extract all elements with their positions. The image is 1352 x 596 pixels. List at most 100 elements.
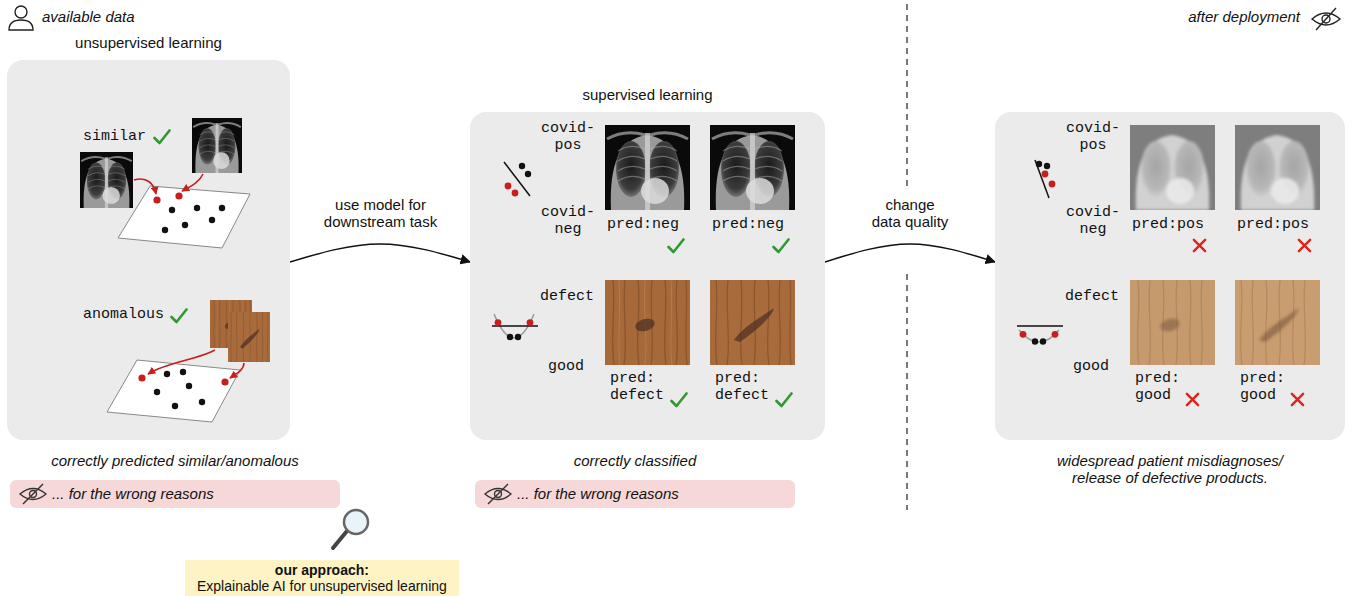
warning-text: ... for the wrong reasons: [52, 485, 214, 502]
stage-panel: unsupervised learningsimilaranomalous: [7, 60, 290, 440]
approach-box: our approach:Explainable AI for unsuperv…: [185, 560, 459, 596]
section-note: available data: [42, 8, 135, 25]
classifier-symbol: [504, 162, 531, 196]
prediction-label: pred: defect: [610, 370, 666, 405]
magnifier-icon: [333, 510, 368, 548]
prediction-label: pred: defect: [715, 370, 771, 405]
xray-image: [80, 152, 133, 208]
warning-band: ... for the wrong reasons: [10, 480, 340, 508]
anomaly-symbol: [492, 314, 538, 340]
text-slot: anomalous: [83, 306, 164, 323]
highlighted-dots: [138, 374, 228, 385]
text-slot: defect: [1065, 288, 1119, 305]
text-slot: pred:neg: [712, 216, 784, 233]
embedding-plane: [107, 360, 240, 422]
mapping-arrows: [134, 174, 203, 194]
panel-caption: correctly predicted similar/anomalous: [10, 452, 340, 469]
text-slot: pred:pos: [1132, 216, 1204, 233]
cross-mark: [1299, 240, 1310, 251]
text-slot: pred: good: [1135, 370, 1191, 405]
text-slot: change data quality: [870, 196, 950, 231]
panel-caption: correctly classified: [475, 452, 795, 469]
embedding-plane: [118, 186, 250, 248]
section-note: after deployment: [1120, 8, 1300, 25]
relation-label: similar: [83, 128, 146, 145]
class-label: good: [1073, 358, 1109, 375]
prediction-label: pred:neg: [712, 216, 784, 233]
text-slot: pred: defect: [715, 370, 771, 405]
stage-panel: supervised learningcovid-poscovid-negpre…: [470, 112, 825, 440]
text-slot: similar: [83, 128, 146, 145]
cross-mark: [1292, 394, 1303, 405]
prediction-label: pred:pos: [1237, 216, 1309, 233]
text-slot: available data: [42, 8, 135, 25]
wood-image: [605, 280, 690, 365]
class-label: covid-pos: [540, 120, 596, 155]
check-mark: [172, 310, 187, 323]
text-slot: pred:pos: [1237, 216, 1309, 233]
text-slot: good: [548, 358, 584, 375]
edge-label: use model for downstream task: [318, 196, 443, 231]
xray-image: [605, 125, 690, 210]
xray-image: [1235, 125, 1320, 210]
text-slot: correctly classified: [475, 452, 795, 469]
text-slot: correctly predicted similar/anomalous: [10, 452, 340, 469]
text-slot: unsupervised learning: [7, 34, 290, 51]
xray-image: [1130, 125, 1215, 210]
text-slot: after deployment: [1120, 8, 1300, 25]
text-slot: covid-neg: [540, 204, 596, 239]
text-slot: widespread patient misdiagnoses/ release…: [1045, 452, 1295, 487]
wood-image: [1130, 280, 1215, 365]
relation-label: anomalous: [83, 306, 164, 323]
check-mark: [155, 131, 170, 144]
check-mark: [774, 240, 789, 253]
class-label: good: [548, 358, 584, 375]
wood-image: [1235, 280, 1320, 365]
person-icon: [9, 6, 33, 30]
text-slot: use model for downstream task: [318, 196, 443, 231]
highlighted-dots: [153, 192, 182, 203]
embedding-dots: [154, 369, 205, 409]
box-heading: our approach:: [275, 562, 369, 578]
text-slot: defect: [540, 288, 594, 305]
check-mark: [777, 394, 792, 407]
hidden-eye-icon: [10, 480, 50, 508]
box-body: Explainable AI for unsupervised learning: [197, 578, 447, 594]
wood-image: [710, 280, 795, 365]
text-slot: pred: defect: [610, 370, 666, 405]
panel-heading: supervised learning: [470, 86, 825, 103]
check-mark: [672, 394, 687, 407]
class-label: covid-neg: [540, 204, 596, 239]
hidden-eye-icon: [1312, 8, 1340, 30]
stage-panel: covid-pos covid-neg pred:pos pred:pos defect…: [995, 112, 1345, 440]
check-mark: [669, 240, 684, 253]
text-slot: supervised learning: [470, 86, 825, 103]
flow-arrow: [290, 244, 470, 262]
class-label: covid-neg: [1065, 204, 1121, 239]
unsupervised-illustration: [7, 60, 290, 440]
prediction-label: pred: good: [1240, 370, 1296, 405]
panel-caption: widespread patient misdiagnoses/ release…: [1045, 452, 1295, 487]
xray-image: [710, 125, 795, 210]
class-label: covid-pos: [1065, 120, 1121, 155]
hidden-eye-icon: [475, 480, 515, 508]
cross-mark: [1194, 240, 1205, 251]
mapping-arrows: [148, 350, 244, 378]
deployment-divider: [906, 4, 907, 510]
prediction-label: pred:neg: [607, 216, 679, 233]
prediction-label: pred:pos: [1132, 216, 1204, 233]
warning-band: ... for the wrong reasons: [475, 480, 795, 508]
text-slot: covid-neg: [1065, 204, 1121, 239]
text-slot: good: [1073, 358, 1109, 375]
prediction-label: pred: good: [1135, 370, 1191, 405]
class-label: defect: [1065, 288, 1119, 305]
embedding-dots: [162, 205, 225, 233]
text-slot: covid-pos: [1065, 120, 1121, 155]
cross-mark: [1187, 394, 1198, 405]
warning-text: ... for the wrong reasons: [517, 485, 679, 502]
wood-image: [228, 312, 270, 362]
xray-image: [192, 118, 242, 173]
anomaly-symbol: [1017, 326, 1063, 345]
flow-arrow: [825, 244, 995, 262]
class-label: defect: [540, 288, 594, 305]
